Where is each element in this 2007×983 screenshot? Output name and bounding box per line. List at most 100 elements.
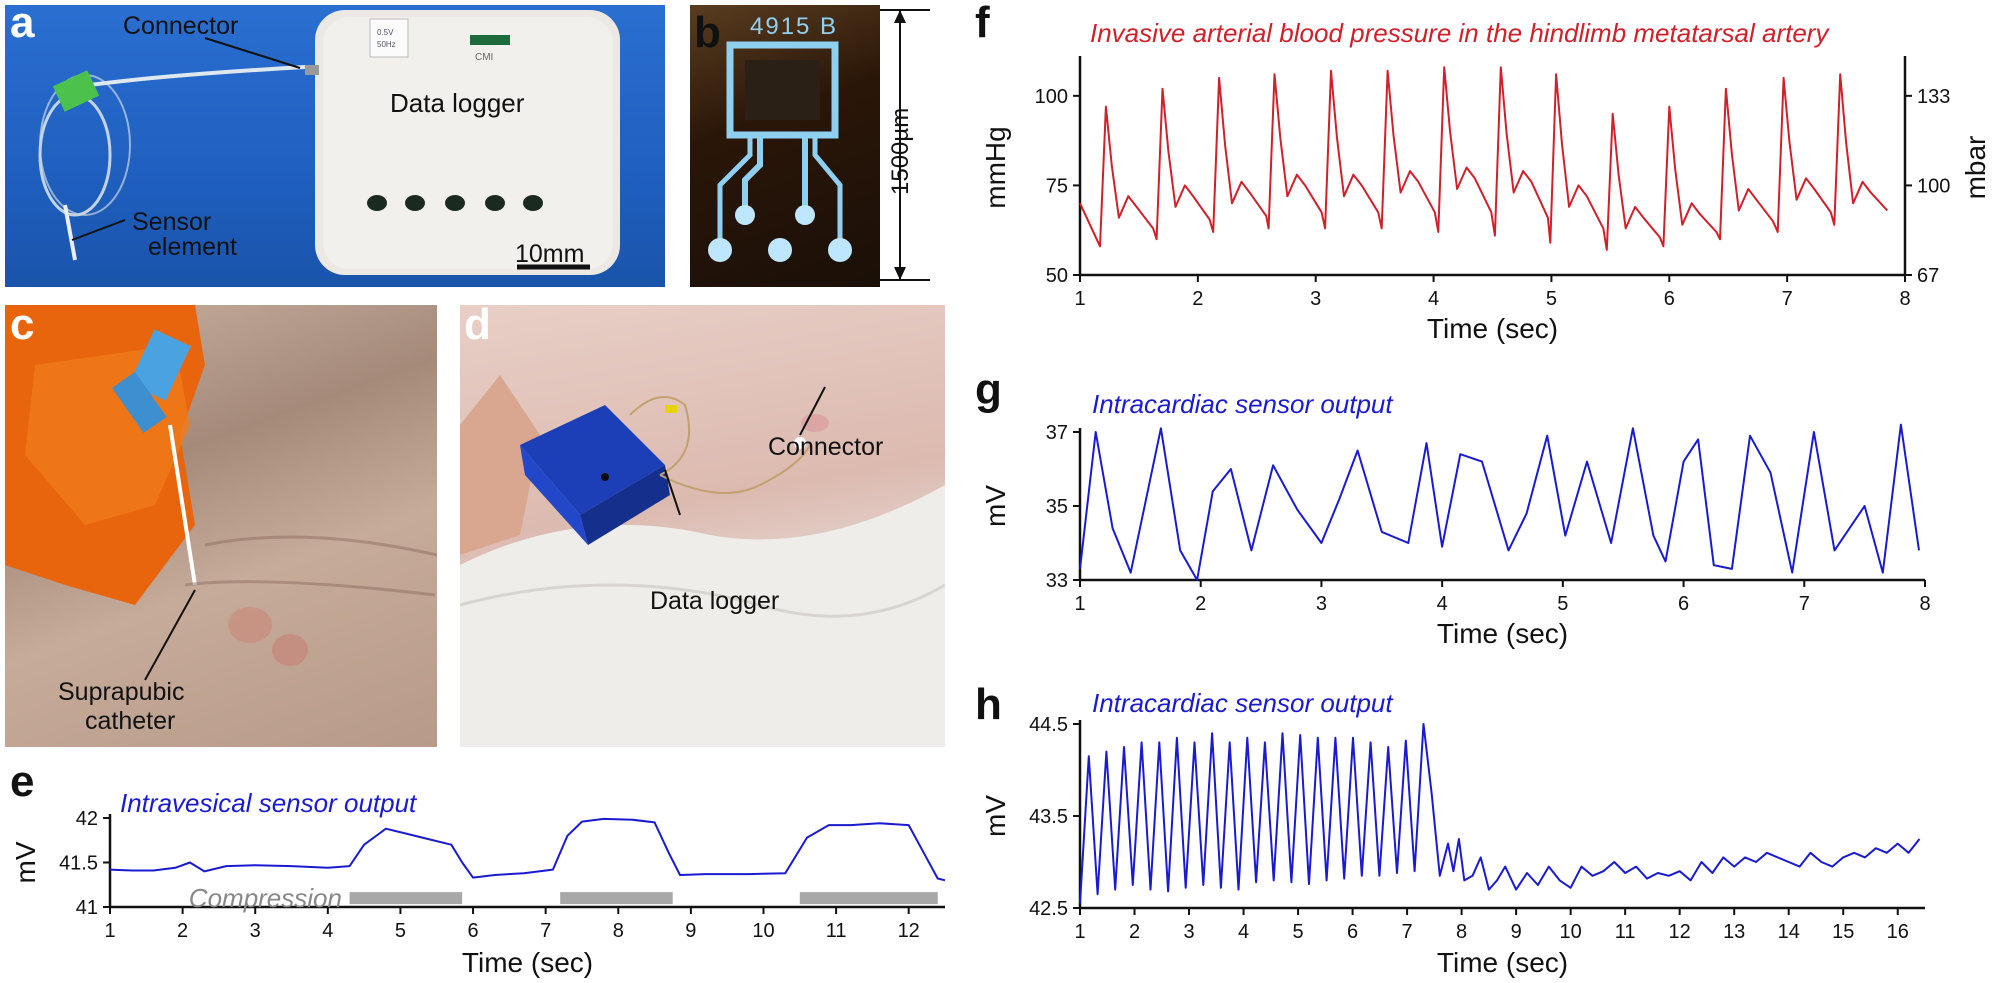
pig-illustration xyxy=(460,375,945,747)
y-tick-label-f: 100 xyxy=(1035,86,1068,108)
x-tick-label-h: 6 xyxy=(1347,921,1358,943)
x-tick-label-e: 9 xyxy=(685,920,696,942)
x-tick-label-f: 1 xyxy=(1074,288,1085,310)
y-tick-label-g: 33 xyxy=(1046,570,1068,592)
x-tick-label-g: 5 xyxy=(1557,593,1568,615)
photo-suprapubic-catheter xyxy=(5,305,437,747)
x-tick-label-g: 4 xyxy=(1437,593,1448,615)
x-tick-label-e: 11 xyxy=(826,920,847,942)
x-tick-label-e: 8 xyxy=(613,920,624,942)
y2-tick-label-f: 100 xyxy=(1917,175,1950,197)
x-tick-label-g: 3 xyxy=(1316,593,1327,615)
label-suprapubic: Suprapubic xyxy=(58,678,185,706)
chip-illustration xyxy=(708,9,930,281)
x-tick-label-h: 5 xyxy=(1293,921,1304,943)
x-tick-label-f: 7 xyxy=(1782,288,1793,310)
x-tick-label-h: 8 xyxy=(1456,921,1467,943)
x-tick-label-e: 10 xyxy=(752,920,774,942)
y-axis-label-g: mV xyxy=(980,485,1011,527)
box-label-volt: 0.5V xyxy=(377,28,394,37)
compression-bar-0 xyxy=(349,892,463,905)
device-illustration: 0.5V 50Hz CMI xyxy=(38,10,620,275)
label-catheter: catheter xyxy=(85,707,176,735)
photo-sensor-chip: 4915 B 1500µm xyxy=(690,5,935,287)
y-tick-label-h: 44.5 xyxy=(1029,714,1068,736)
y-axis-label-h: mV xyxy=(980,795,1011,837)
catheter-illustration xyxy=(5,305,437,681)
x-tick-label-e: 1 xyxy=(104,920,115,942)
x-tick-label-f: 4 xyxy=(1428,288,1439,310)
x-tick-label-h: 13 xyxy=(1723,921,1745,943)
y-tick-label-h: 43.5 xyxy=(1029,806,1068,828)
label-sensor-1: Sensor xyxy=(132,208,212,236)
x-axis-label-e: Time (sec) xyxy=(462,947,593,978)
series-line-f xyxy=(1079,66,1889,251)
panel-letter-f: f xyxy=(975,0,990,47)
y2-tick-label-f: 133 xyxy=(1917,86,1950,108)
x-tick-label-h: 4 xyxy=(1238,921,1249,943)
x-tick-label-f: 3 xyxy=(1310,288,1321,310)
x-tick-label-h: 11 xyxy=(1615,921,1636,943)
compression-bar-2 xyxy=(799,892,938,905)
y-tick-label-e: 41.5 xyxy=(59,853,98,875)
x-tick-label-h: 3 xyxy=(1183,921,1194,943)
x-tick-label-h: 2 xyxy=(1129,921,1140,943)
x-tick-label-e: 12 xyxy=(898,920,920,942)
photo-pig-data-logger xyxy=(460,305,945,747)
x-tick-label-h: 14 xyxy=(1778,921,1800,943)
compression-label: Compression xyxy=(189,883,342,913)
x-tick-label-g: 6 xyxy=(1678,593,1689,615)
x-tick-label-f: 6 xyxy=(1664,288,1675,310)
x-tick-label-f: 5 xyxy=(1546,288,1557,310)
x-axis-label-f: Time (sec) xyxy=(1427,313,1558,344)
y2-axis-label-f: mbar xyxy=(1960,136,1991,200)
y-tick-label-e: 41 xyxy=(76,897,98,919)
chart-title-e: Intravesical sensor output xyxy=(120,788,418,818)
panel-letter-b: b xyxy=(694,8,721,57)
y-tick-label-g: 37 xyxy=(1046,422,1068,444)
label-data-logger-a: Data logger xyxy=(390,88,525,118)
label-data-logger-d: Data logger xyxy=(650,587,780,615)
y-tick-label-g: 35 xyxy=(1046,496,1068,518)
label-connector-a: Connector xyxy=(123,12,239,40)
series-line-e xyxy=(109,817,946,882)
x-tick-label-h: 9 xyxy=(1511,921,1522,943)
y-tick-label-f: 75 xyxy=(1046,175,1068,197)
x-tick-label-f: 2 xyxy=(1192,288,1203,310)
panel-letter-e: e xyxy=(10,757,35,806)
panel-letter-d: d xyxy=(464,300,491,349)
x-tick-label-h: 7 xyxy=(1402,921,1413,943)
panel-letter-a: a xyxy=(10,0,35,47)
box-label-hz: 50Hz xyxy=(377,40,396,49)
chart-title-h: Intracardiac sensor output xyxy=(1092,688,1394,718)
x-tick-label-e: 7 xyxy=(540,920,551,942)
x-tick-label-e: 6 xyxy=(467,920,478,942)
y-axis-label-e: mV xyxy=(10,841,41,883)
panel-letter-g: g xyxy=(975,365,1002,414)
y-tick-label-h: 42.5 xyxy=(1029,898,1068,920)
leader-lines-a xyxy=(71,37,301,241)
label-sensor-2: element xyxy=(148,233,237,261)
x-tick-label-g: 7 xyxy=(1799,593,1810,615)
x-tick-label-g: 2 xyxy=(1195,593,1206,615)
x-tick-label-h: 1 xyxy=(1074,921,1085,943)
compression-bar-1 xyxy=(560,892,673,905)
x-tick-label-h: 10 xyxy=(1560,921,1582,943)
x-tick-label-h: 12 xyxy=(1669,921,1691,943)
series-line-h xyxy=(1079,723,1921,904)
series-line-g xyxy=(1079,423,1920,581)
x-tick-label-f: 8 xyxy=(1899,288,1910,310)
x-tick-label-h: 15 xyxy=(1832,921,1854,943)
x-tick-label-e: 4 xyxy=(322,920,333,942)
panel-letter-c: c xyxy=(10,300,35,349)
x-axis-label-h: Time (sec) xyxy=(1437,947,1568,978)
x-tick-label-e: 3 xyxy=(250,920,261,942)
y2-tick-label-f: 67 xyxy=(1917,265,1939,287)
x-tick-label-h: 16 xyxy=(1887,921,1909,943)
panel-letter-h: h xyxy=(975,680,1002,729)
x-tick-label-e: 2 xyxy=(177,920,188,942)
y-tick-label-e: 42 xyxy=(76,808,98,830)
chart-title-g: Intracardiac sensor output xyxy=(1092,389,1394,419)
x-axis-label-g: Time (sec) xyxy=(1437,618,1568,649)
chip-label: CMI xyxy=(475,52,493,63)
